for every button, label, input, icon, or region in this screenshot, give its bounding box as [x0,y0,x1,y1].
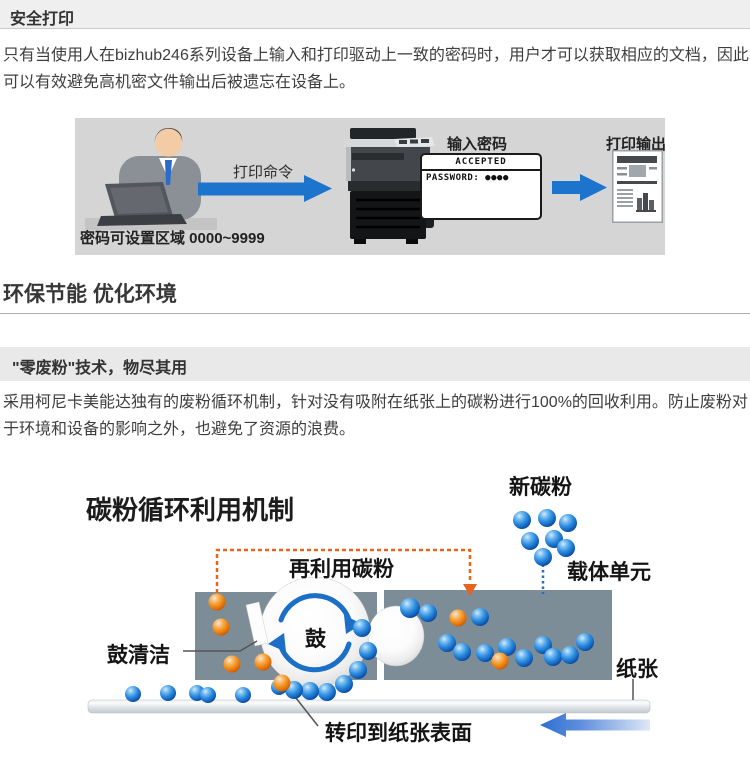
recycle-path-icon [215,548,477,596]
printer-display-panel: ACCEPTED PASSWORD: ●●●● [420,153,542,220]
enter-password-label: 输入密码 [447,136,508,153]
section-header-secure-print: 安全打印 [0,0,750,29]
password-range-caption: 密码可设置区域 0000~9999 [80,230,265,247]
roller-shape [367,605,425,667]
drum-cleaning-label: 鼓清洁 [107,644,170,667]
zero-waste-toner-subheading: "零废粉"技术，物尽其用 [0,347,750,381]
secure-print-diagram: 打印命令 输入密码 ACCEPTED PASSWORD: ●●●● 打印输出 密… [75,118,667,255]
paragraph-line: 采用柯尼卡美能达独有的废粉循环机制，针对没有吸附在纸张上的碳粉进行100%的回收… [3,394,748,411]
rotation-arrowhead [268,633,286,652]
paper-bar-shape [87,699,651,714]
cleaning-blade-shape [245,601,269,647]
panel-accepted-text: ACCEPTED [422,155,540,171]
label-connectors [183,640,634,727]
eco-section-title: 环保节能 优化环境 [3,283,177,306]
transfer-to-paper-label: 转印到纸张表面 [325,722,472,745]
reused-toner-label: 再利用碳粉 [289,558,394,581]
toner-recycling-illustration [87,509,651,737]
subheading-text: "零废粉"技术，物尽其用 [12,360,188,377]
panel-password-text: PASSWORD: ●●●● [426,173,509,183]
paper-label: 纸张 [616,658,658,681]
laptop-icon [97,182,187,226]
rotation-arrowhead [344,615,362,634]
paper-feed-arrow-icon [540,713,650,737]
eco-paragraph: 采用柯尼卡美能达独有的废粉循环机制，针对没有吸附在纸张上的碳粉进行100%的回收… [3,389,749,443]
print-command-label: 打印命令 [233,164,294,181]
toner-recycling-diagram: 碳粉循环利用机制 新碳粉 载体单元 再利用碳粉 鼓 鼓清洁 纸张 转印到纸张表面 [0,460,750,777]
carrier-unit-label: 载体单元 [567,561,651,584]
paragraph-line: 可以有效避免高机密文件输出后被遗忘在设备上。 [3,74,356,91]
output-arrow-icon [552,174,607,201]
drum-rotation-arrows-icon [277,593,353,673]
print-command-arrow-icon [198,175,332,202]
paragraph-line: 只有当使用人在bizhub246系列设备上输入和打印驱动上一致的密码时，用户才可… [3,47,749,64]
document-icon [612,150,663,223]
secure-print-paragraph: 只有当使用人在bizhub246系列设备上输入和打印驱动上一致的密码时，用户才可… [3,42,749,96]
diagram-title: 碳粉循环利用机制 [86,495,295,525]
print-output-label: 打印输出 [606,136,667,153]
paragraph-line: 于环境和设备的影响之外，也避免了资源的浪费。 [3,421,356,438]
divider [0,313,750,314]
drum-label: 鼓 [305,628,326,651]
section-title: 安全打印 [10,11,75,28]
toner-particles [125,509,594,703]
new-toner-label: 新碳粉 [509,476,572,499]
